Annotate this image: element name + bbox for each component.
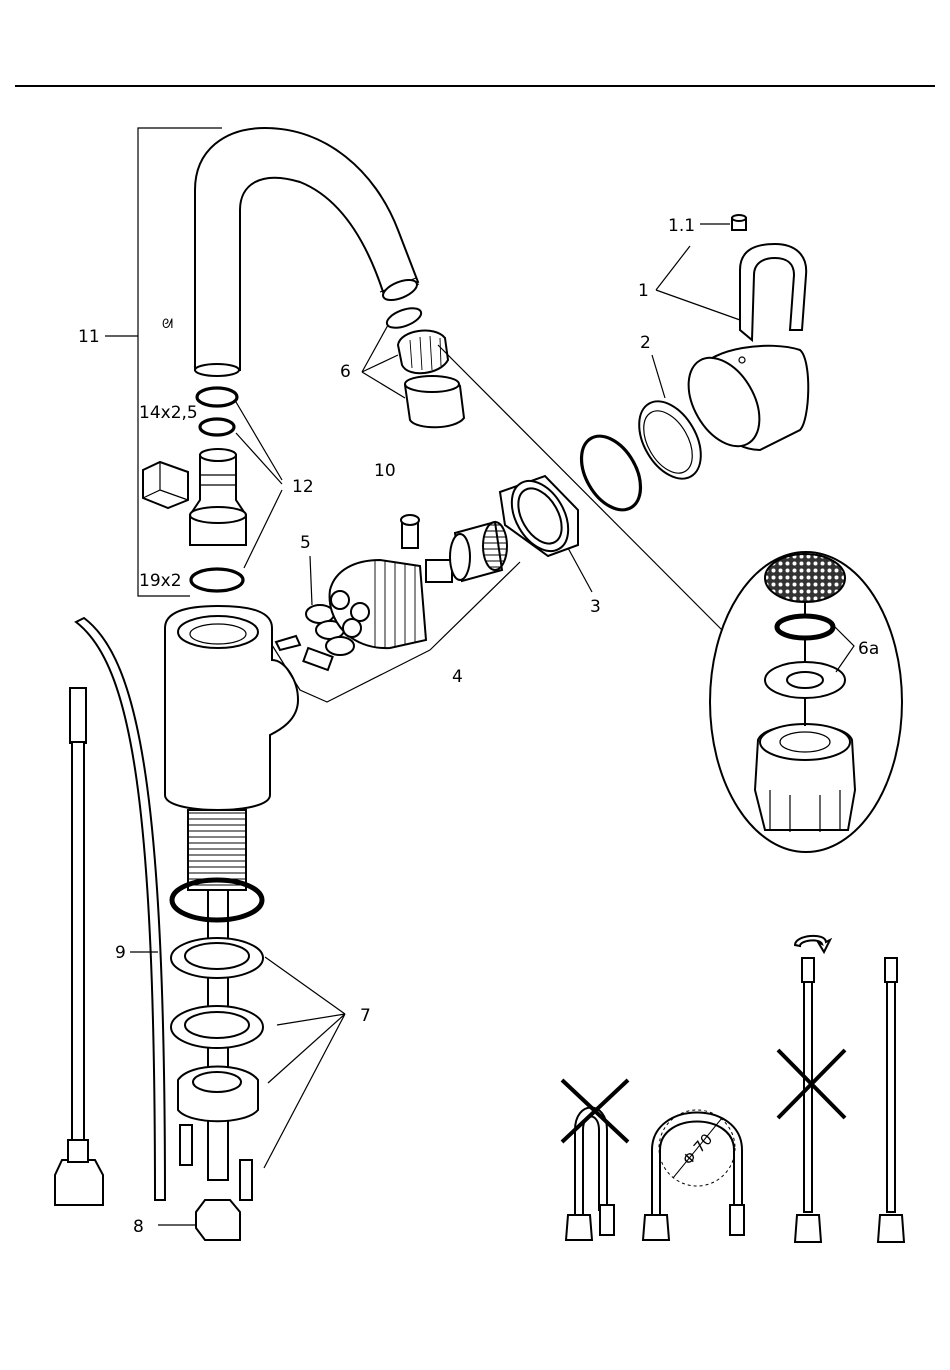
- faucet-body: [165, 606, 298, 810]
- hose-guide-wrong-bend: [562, 1080, 628, 1240]
- label-hose-flex: 8: [133, 1217, 144, 1237]
- label-screw: 10: [374, 461, 396, 481]
- hose-connector-8: [158, 1200, 240, 1240]
- label-oring-large: 19x2: [139, 571, 182, 591]
- flexible-hose-left: [55, 688, 103, 1205]
- label-seal-5: 5: [300, 533, 311, 553]
- label-spout: 11: [78, 327, 100, 347]
- cartridge: [272, 560, 520, 702]
- spout-assembly: ᘛ: [105, 128, 420, 596]
- screw-10: [401, 515, 419, 548]
- rotate-arrow-icon: [795, 936, 830, 952]
- spout-adapter: [143, 449, 246, 545]
- aerator-detail-6a: [710, 552, 902, 852]
- label-cartridge: 4: [452, 667, 463, 687]
- bend-diameter-label: Φ 70: [679, 1130, 716, 1169]
- oring-housing: [569, 426, 652, 520]
- label-hose-rigid: 9: [115, 943, 126, 963]
- label-oring-small: 14x2,5: [139, 403, 198, 423]
- label-cap: 1.1: [668, 216, 695, 236]
- threaded-ring: [450, 522, 507, 581]
- temp-symbol-icon: ᘛ: [162, 317, 173, 332]
- cap-1.1: [700, 215, 746, 230]
- hose-guide-correct-straight: [878, 958, 904, 1242]
- label-nut: 3: [590, 597, 601, 617]
- label-handle: 1: [638, 281, 649, 301]
- nut-3: [500, 471, 592, 592]
- fixing-set: [171, 938, 345, 1200]
- label-aerator-detail: 6a: [858, 639, 879, 659]
- hose-guide-wrong-twist: [778, 936, 845, 1242]
- rigid-tube: [76, 618, 165, 1200]
- hose-guide-correct-bend: Φ 70: [643, 1110, 744, 1240]
- label-fixing-set: 7: [360, 1006, 371, 1026]
- label-sleeve: 2: [640, 333, 651, 353]
- label-orings-group: 12: [292, 477, 314, 497]
- label-aerator: 6: [340, 362, 351, 382]
